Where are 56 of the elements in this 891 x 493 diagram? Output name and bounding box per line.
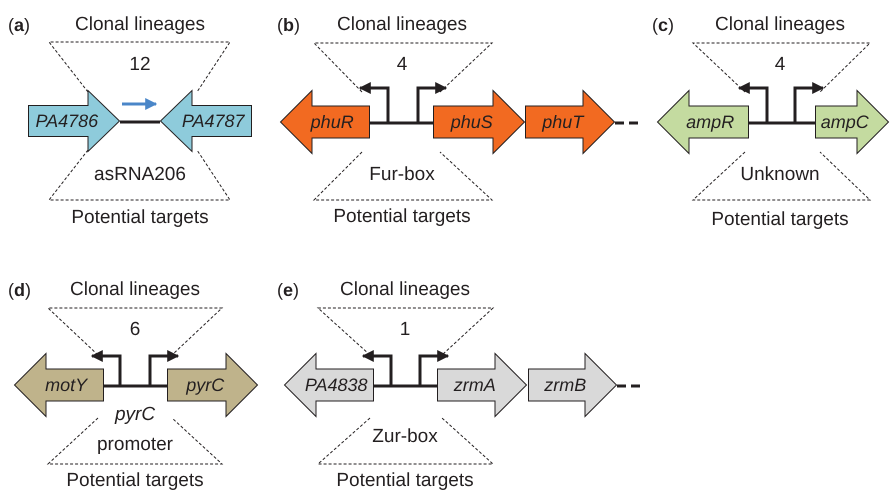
gene-name: motY <box>44 374 89 396</box>
panel-label: (e) <box>277 279 300 301</box>
intergenic-line <box>370 122 433 124</box>
gene-name: ampR <box>685 110 736 134</box>
gene-arrow <box>284 353 374 417</box>
site-label: Unknown <box>740 164 820 186</box>
site-label: Zur-box <box>372 426 438 448</box>
dangling-line <box>617 384 642 388</box>
intergenic-line <box>374 384 437 388</box>
intergenic-line <box>120 120 160 124</box>
count-number: 1 <box>400 319 410 341</box>
dangling-line <box>615 122 640 124</box>
panel-label: (b) <box>277 14 300 36</box>
gene-arrow <box>14 353 104 417</box>
heading-text: Clonal lineages <box>715 14 845 36</box>
site-label: Fur-box <box>369 164 435 186</box>
gene-name: zrmA <box>452 374 497 396</box>
panel-label: (d) <box>8 279 31 301</box>
count-number: 6 <box>130 319 140 341</box>
caption-text: Potential targets <box>66 470 204 492</box>
intergenic-line <box>104 384 167 388</box>
gene-arrow <box>815 90 889 154</box>
caption-text: Potential targets <box>336 470 474 492</box>
gene-name: PA4838 <box>304 374 369 396</box>
count-number: 4 <box>774 54 786 76</box>
heading-text: Clonal lineages <box>340 279 470 301</box>
panel-label: (c) <box>652 14 674 36</box>
gene-name: ampC <box>820 110 870 134</box>
count-number: 4 <box>396 54 408 76</box>
heading-text: Clonal lineages <box>70 279 200 301</box>
caption-text: Potential targets <box>333 206 471 228</box>
gene-name: zrmB <box>543 374 588 396</box>
gene-arrow <box>280 90 370 154</box>
gene-arrow <box>437 353 527 417</box>
count-number: 12 <box>129 54 151 76</box>
gene-arrow <box>528 353 617 417</box>
gene-name: phuS <box>449 110 494 134</box>
gene-arrow <box>160 90 252 152</box>
gene-name: PA4787 <box>180 110 246 132</box>
gene-arrow <box>657 90 749 154</box>
gene-arrow <box>167 353 258 417</box>
heading-text: Clonal lineages <box>337 14 467 36</box>
caption-text: Potential targets <box>71 207 209 229</box>
panel-label: (a) <box>8 14 30 36</box>
gene-arrow <box>433 90 525 154</box>
gene-name: pyrC <box>184 374 226 397</box>
site-label: asRNA206 <box>94 164 186 186</box>
heading-text: Clonal lineages <box>75 14 205 36</box>
gene-name: phuT <box>540 110 586 134</box>
gene-arrow <box>28 90 120 152</box>
site-label: pyrC promoter <box>96 403 174 457</box>
gene-name: PA4786 <box>34 110 100 132</box>
intergenic-line <box>749 122 815 124</box>
gene-arrow <box>525 90 615 154</box>
caption-text: Potential targets <box>711 209 849 231</box>
gene-name: phuR <box>309 110 355 134</box>
